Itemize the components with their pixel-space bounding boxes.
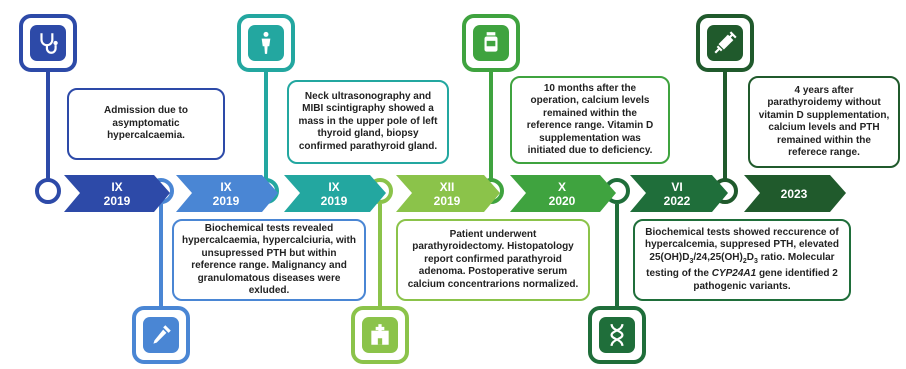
event-4-text: Patient underwent parathyroidectomy. His… <box>407 228 579 290</box>
event-card-1: Admission due to asymptomatic hypercalca… <box>67 88 225 160</box>
segment-5-month: X <box>557 179 566 194</box>
ratio-sub-1: 3 <box>689 257 694 265</box>
segment-4-month: XII <box>439 179 455 194</box>
segment-1-month: IX <box>111 179 123 194</box>
event-3-text: Neck ultrasonography and MIBI scintigrap… <box>298 90 438 152</box>
event-6-line1: Biochemical tests showed reccurence of h… <box>645 226 839 251</box>
event-2-text: Biochemical tests revealed hypercalcaemi… <box>182 222 356 297</box>
dna-icon <box>610 323 624 347</box>
segment-2-label: IX 2019 <box>188 175 264 212</box>
hospital-icon <box>371 324 389 345</box>
event-6-text: Biochemical tests showed reccurence of h… <box>643 227 841 294</box>
medicine-bottle-icon <box>484 32 498 52</box>
event-6-ratio: 25(OH)D3/24,25(OH)2D3 ratio. <box>649 251 786 265</box>
segment-6-month: VI <box>671 179 683 194</box>
timeline-node-1 <box>35 178 61 204</box>
ratio-sub-3: 3 <box>753 257 758 265</box>
segment-1-label: IX 2019 <box>78 175 156 212</box>
event-6-line3-end: gene identified 2 pathogenic variants. <box>693 268 838 292</box>
segment-7-arrow <box>744 175 846 212</box>
event-card-4: Patient underwent parathyroidectomy. His… <box>396 219 590 301</box>
segment-4-year: 2019 <box>433 193 461 208</box>
stem-6 <box>615 204 619 310</box>
segment-4-arrow <box>396 175 500 212</box>
ratio-part-d: ratio. <box>757 251 786 263</box>
segment-3-arrow <box>284 175 386 212</box>
segment-5-arrow <box>510 175 616 212</box>
segment-5-year: 2020 <box>548 193 576 208</box>
segment-2-year: 2019 <box>212 193 240 208</box>
stem-2 <box>159 204 163 310</box>
stem-5 <box>489 68 493 180</box>
segment-7-label: 2023 <box>756 175 832 212</box>
body-scan-icon-box <box>237 14 295 72</box>
body-scan-icon <box>261 31 271 54</box>
syringe-icon <box>714 31 737 54</box>
event-7-text: 4 years after parathyroidemy without vit… <box>758 84 890 159</box>
dropper-icon <box>153 325 171 344</box>
event-5-text: 10 months after the operation, calcium l… <box>526 82 654 157</box>
segment-5-label: X 2020 <box>522 175 602 212</box>
segment-3-month: IX <box>328 179 340 194</box>
hospital-icon-box <box>351 306 409 364</box>
ratio-part-c: D <box>746 251 754 263</box>
segment-3-year: 2019 <box>320 193 348 208</box>
stem-3 <box>264 68 268 180</box>
segment-1-arrow <box>64 175 170 212</box>
segment-6-arrow <box>630 175 728 212</box>
segment-4-label: XII 2019 <box>408 175 486 212</box>
segment-1-year: 2019 <box>103 193 131 208</box>
segment-6-label: VI 2022 <box>640 175 714 212</box>
segment-3-label: IX 2019 <box>296 175 372 212</box>
syringe-icon-box <box>696 14 754 72</box>
event-card-6: Biochemical tests showed reccurence of h… <box>633 219 851 301</box>
event-card-2: Biochemical tests revealed hypercalcaemi… <box>172 219 366 301</box>
segment-6-year: 2022 <box>663 193 691 208</box>
stem-1 <box>46 68 50 180</box>
ratio-part-b: /24,25(OH) <box>693 251 743 263</box>
ratio-part-a: 25(OH)D <box>649 251 690 263</box>
dropper-icon-box <box>132 306 190 364</box>
gene-name: CYP24A1 <box>711 268 757 280</box>
stethoscope-icon <box>40 33 58 54</box>
stem-7 <box>723 68 727 180</box>
medicine-bottle-icon-box <box>462 14 520 72</box>
segment-2-arrow <box>176 175 278 212</box>
event-6-line3-start: Molecular testing of the <box>646 251 835 280</box>
event-card-3: Neck ultrasonography and MIBI scintigrap… <box>287 80 449 164</box>
event-1-text: Admission due to asymptomatic hypercalca… <box>104 105 188 142</box>
ratio-sub-2: 2 <box>742 257 747 265</box>
dna-icon-box <box>588 306 646 364</box>
event-card-7: 4 years after parathyroidemy without vit… <box>748 76 900 168</box>
segment-7-year: 2023 <box>780 186 808 201</box>
stethoscope-icon-box <box>19 14 77 72</box>
stem-4 <box>378 204 382 310</box>
event-card-5: 10 months after the operation, calcium l… <box>510 76 670 164</box>
segment-2-month: IX <box>220 179 232 194</box>
